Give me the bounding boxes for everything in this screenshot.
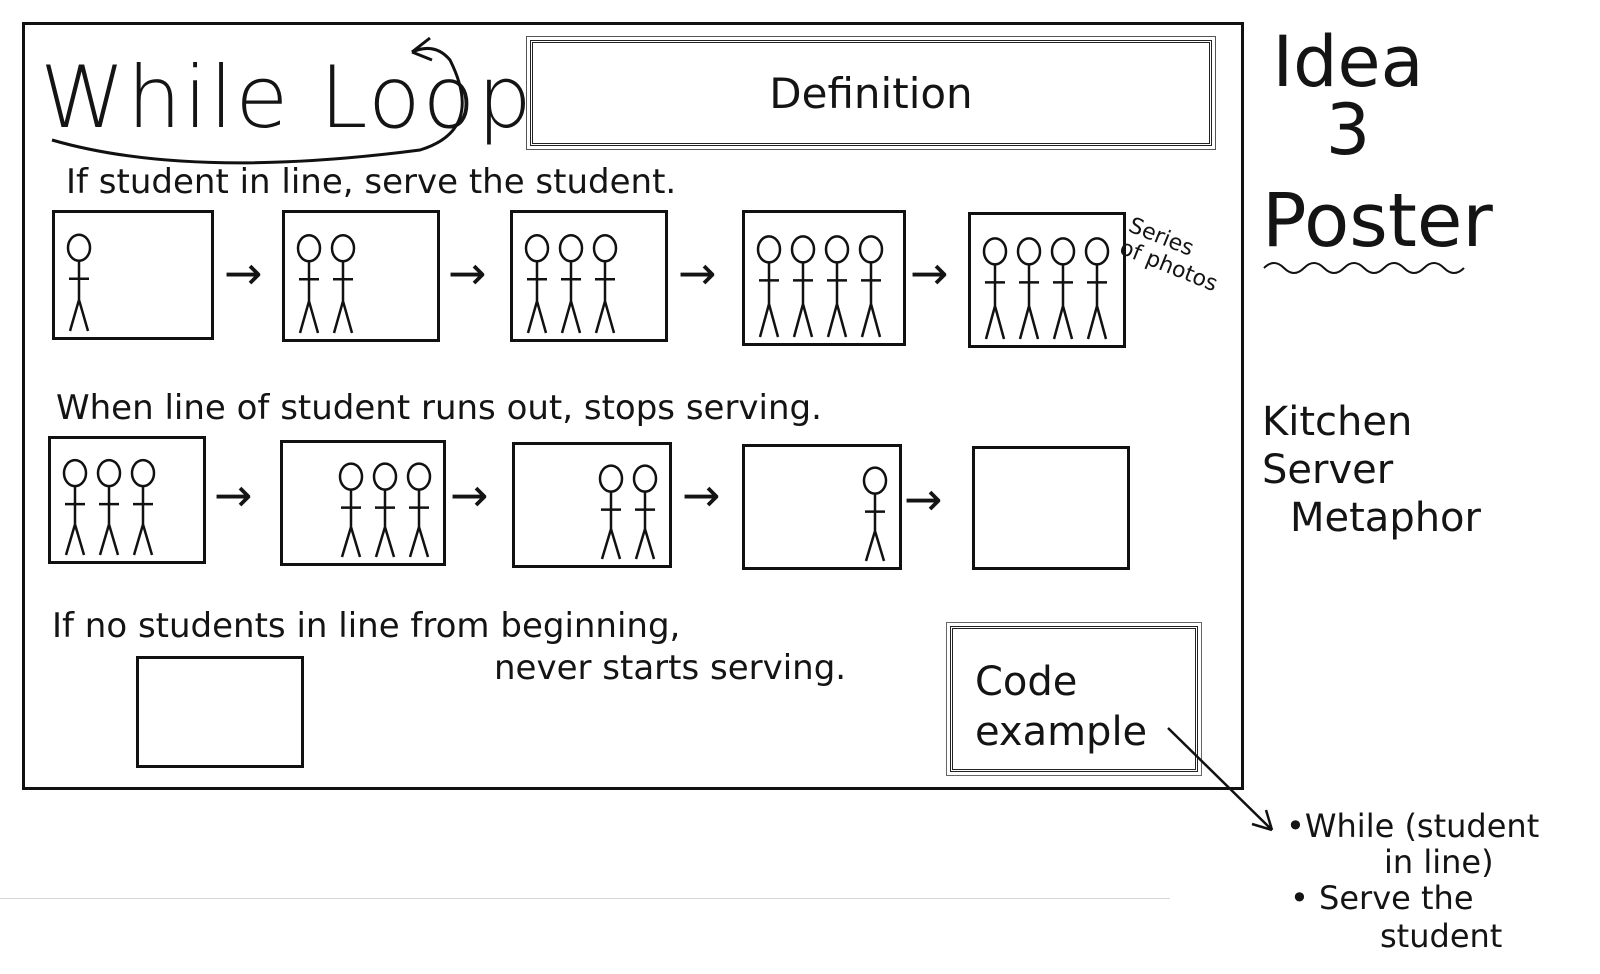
- code-line4: student: [1380, 917, 1503, 955]
- arrow-icon: →: [224, 246, 263, 300]
- scan-edge-line: [0, 898, 1170, 899]
- row2-frame-2: [280, 440, 446, 566]
- student-stick-figure-icon: [62, 458, 88, 556]
- code-pointer-arrow-icon: [1167, 727, 1274, 832]
- arrow-icon: →: [904, 472, 943, 526]
- student-stick-figure-icon: [524, 234, 550, 334]
- idea-label: Idea 3: [1268, 21, 1428, 171]
- code-example-label: Code example: [975, 657, 1147, 757]
- metaphor-line1: Kitchen: [1262, 399, 1413, 445]
- student-stick-figure-icon: [558, 234, 584, 334]
- student-stick-figure-icon: [130, 458, 156, 556]
- row1-caption: If student in line, serve the student.: [66, 162, 677, 202]
- student-stick-figure-icon: [632, 464, 658, 560]
- arrow-icon: →: [450, 468, 489, 522]
- arrow-icon: →: [448, 246, 487, 300]
- student-stick-figure-icon: [96, 458, 122, 556]
- row2-caption: When line of student runs out, stops ser…: [56, 388, 822, 428]
- row1-frame-3: [510, 210, 668, 342]
- loop-arrow-icon: [51, 36, 464, 165]
- arrow-icon: →: [678, 246, 717, 300]
- student-stick-figure-icon: [862, 466, 888, 562]
- code-example-line2: example: [975, 709, 1148, 755]
- code-line2: in line): [1384, 843, 1494, 881]
- definition-label: Definition: [769, 68, 973, 118]
- row3-caption-line1: If no students in line from beginning,: [52, 606, 681, 646]
- idea-word: Idea: [1272, 21, 1424, 103]
- row3-caption-line2: never starts serving.: [494, 648, 847, 688]
- row2-frame-5: [972, 446, 1130, 570]
- students-group: [62, 458, 156, 556]
- row2-frame-4: [742, 444, 902, 570]
- code-line1: •While (student: [1286, 807, 1540, 845]
- student-stick-figure-icon: [296, 234, 322, 334]
- metaphor-line2: Server: [1262, 447, 1394, 493]
- student-stick-figure-icon: [982, 237, 1008, 340]
- poster-underline-icon: [1263, 262, 1465, 274]
- poster-title: While Loop: [40, 48, 534, 148]
- student-stick-figure-icon: [756, 235, 782, 338]
- student-stick-figure-icon: [858, 235, 884, 338]
- idea-number: 3: [1325, 89, 1371, 171]
- student-stick-figure-icon: [406, 462, 432, 558]
- students-group: [598, 464, 658, 560]
- definition-box: Definition: [526, 36, 1216, 150]
- row1-frame-1: [52, 210, 214, 340]
- student-stick-figure-icon: [372, 462, 398, 558]
- row3-frame-1: [136, 656, 304, 768]
- student-stick-figure-icon: [338, 462, 364, 558]
- arrow-icon: →: [682, 468, 721, 522]
- students-group: [756, 235, 884, 338]
- students-group: [982, 237, 1110, 340]
- poster-label: Poster: [1262, 178, 1493, 264]
- student-stick-figure-icon: [330, 234, 356, 334]
- student-stick-figure-icon: [592, 234, 618, 334]
- student-stick-figure-icon: [598, 464, 624, 560]
- student-stick-figure-icon: [1016, 237, 1042, 340]
- student-stick-figure-icon: [824, 235, 850, 338]
- arrow-icon: →: [910, 246, 949, 300]
- students-group: [338, 462, 432, 558]
- code-example-box: Code example: [946, 622, 1202, 776]
- row2-frame-3: [512, 442, 672, 568]
- code-example-line1: Code: [975, 659, 1078, 705]
- metaphor-line3: Metaphor: [1290, 495, 1481, 541]
- arrow-icon: →: [214, 468, 253, 522]
- poster-frame: [22, 22, 1244, 790]
- students-group: [524, 234, 618, 334]
- code-line3: • Serve the: [1290, 879, 1474, 917]
- row2-frame-1: [48, 436, 206, 564]
- row1-frame-2: [282, 210, 440, 342]
- student-stick-figure-icon: [790, 235, 816, 338]
- student-stick-figure-icon: [1050, 237, 1076, 340]
- row1-frame-5: [968, 212, 1126, 348]
- students-group: [296, 234, 356, 334]
- student-stick-figure-icon: [66, 233, 92, 332]
- row1-frame-4: [742, 210, 906, 346]
- students-group: [862, 466, 888, 562]
- students-group: [66, 233, 92, 332]
- student-stick-figure-icon: [1084, 237, 1110, 340]
